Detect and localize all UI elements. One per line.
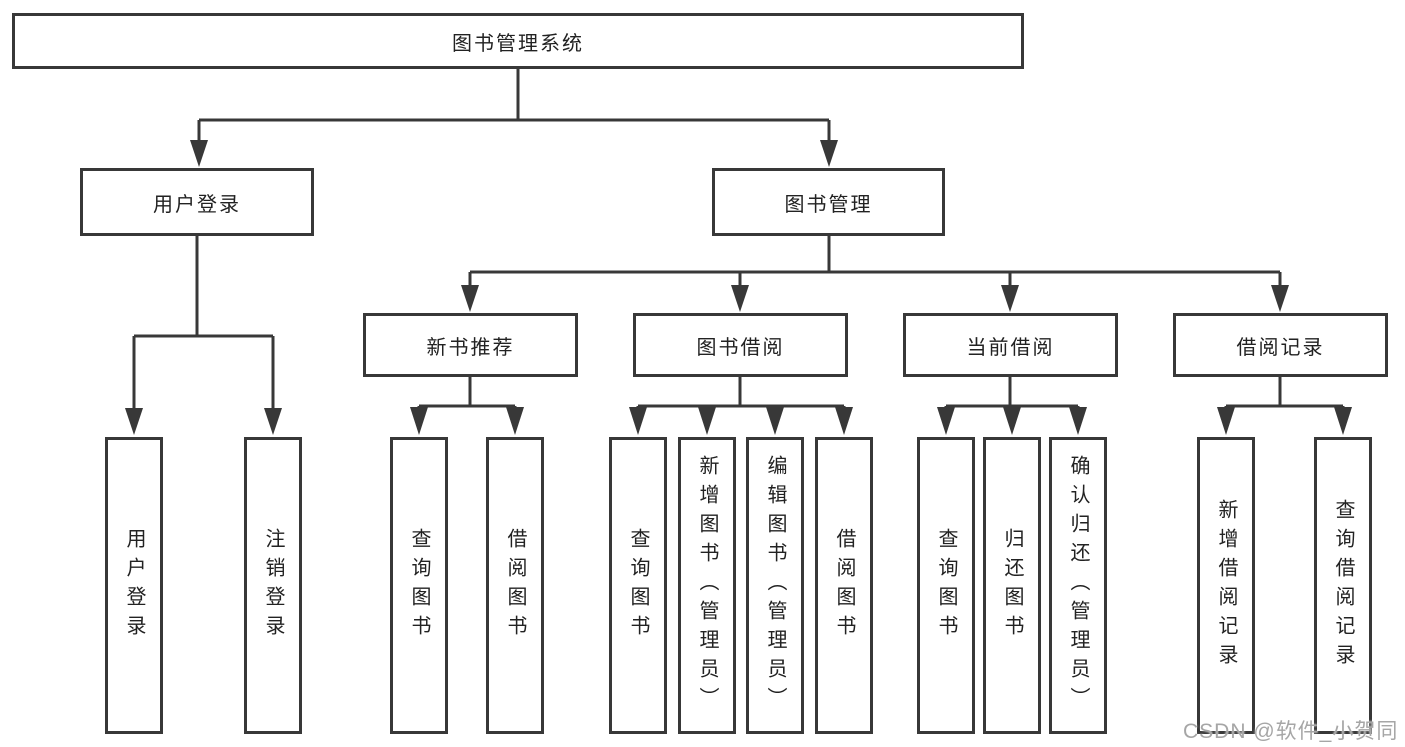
csdn-watermark: CSDN @软件_小贺同学	[1183, 720, 1399, 743]
leaf-label: 归还图书	[1001, 527, 1023, 644]
node-book-mgmt: 图书管理	[712, 168, 945, 236]
leaf-label: 查询图书	[627, 527, 649, 644]
node-leaf-user-login: 用户登录	[105, 437, 163, 734]
connector-book-borrow-children	[629, 377, 853, 435]
connector-borrow-records-children	[1217, 377, 1352, 435]
node-leaf-query-books-2: 查询图书	[609, 437, 667, 734]
node-leaf-add-borrow-record: 新增借阅记录	[1197, 437, 1255, 734]
node-current-borrow: 当前借阅	[903, 313, 1118, 377]
node-user-login: 用户登录	[80, 168, 314, 236]
node-new-books: 新书推荐	[363, 313, 578, 377]
node-leaf-query-books-3: 查询图书	[917, 437, 975, 734]
leaf-label: 新增借阅记录	[1215, 498, 1237, 673]
node-leaf-edit-books-admin: 编辑图书（管理员）	[746, 437, 804, 734]
node-leaf-add-books-admin: 新增图书（管理员）	[678, 437, 736, 734]
connector-book-mgmt-children	[461, 236, 1289, 312]
node-leaf-confirm-return-admin: 确认归还（管理员）	[1049, 437, 1107, 734]
leaf-label: 编辑图书（管理员）	[764, 455, 786, 716]
node-leaf-query-books-1: 查询图书	[390, 437, 448, 734]
node-leaf-borrow-books-1: 借阅图书	[486, 437, 544, 734]
leaf-label: 注销登录	[262, 527, 284, 644]
connector-current-borrow-children	[937, 377, 1087, 435]
node-leaf-query-borrow-record: 查询借阅记录	[1314, 437, 1372, 734]
node-root: 图书管理系统	[12, 13, 1024, 69]
connector-root-to-level2	[190, 66, 838, 167]
connector-new-books-children	[410, 377, 524, 435]
leaf-label: 确认归还（管理员）	[1067, 455, 1089, 716]
leaf-label: 借阅图书	[504, 527, 526, 644]
node-leaf-borrow-books-2: 借阅图书	[815, 437, 873, 734]
leaf-label: 查询借阅记录	[1332, 498, 1354, 673]
leaf-label: 用户登录	[123, 527, 145, 644]
node-book-borrow: 图书借阅	[633, 313, 848, 377]
leaf-label: 新增图书（管理员）	[696, 455, 718, 716]
leaf-label: 查询图书	[935, 527, 957, 644]
connector-user-login-children	[125, 236, 282, 435]
node-leaf-logout: 注销登录	[244, 437, 302, 734]
node-borrow-records: 借阅记录	[1173, 313, 1388, 377]
node-leaf-return-books: 归还图书	[983, 437, 1041, 734]
leaf-label: 查询图书	[408, 527, 430, 644]
leaf-label: 借阅图书	[833, 527, 855, 644]
